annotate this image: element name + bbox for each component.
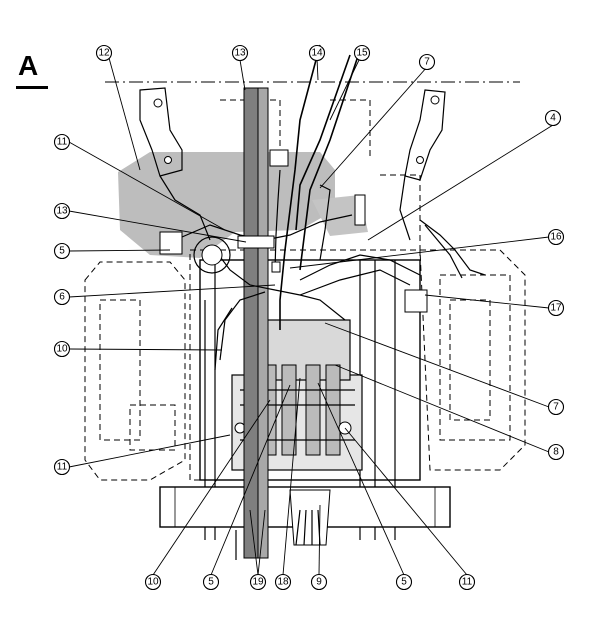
callout-17: 17 [547, 299, 565, 317]
leader-lines [68, 57, 554, 576]
svg-text:13: 13 [56, 206, 68, 217]
callout-11-lower-left: 11 [53, 458, 71, 476]
svg-text:10: 10 [147, 577, 159, 588]
svg-text:5: 5 [208, 577, 214, 588]
svg-text:4: 4 [550, 113, 556, 124]
svg-text:7: 7 [553, 402, 559, 413]
callout-18: 18 [274, 573, 292, 591]
callout-4: 4 [544, 109, 562, 127]
callout-15: 15 [353, 44, 371, 62]
callout-11-upper: 11 [53, 133, 71, 151]
left-bracket [139, 87, 211, 241]
svg-text:11: 11 [57, 462, 68, 473]
callout-13-left: 13 [53, 202, 71, 220]
callout-7-top: 7 [418, 53, 436, 71]
svg-text:5: 5 [401, 577, 407, 588]
callout-10-bottom: 10 [144, 573, 162, 591]
svg-text:7: 7 [424, 57, 430, 68]
callout-5-bottom-right: 5 [395, 573, 413, 591]
view-label-underline [16, 86, 48, 89]
svg-text:15: 15 [356, 48, 368, 59]
callout-14: 14 [308, 44, 326, 62]
svg-text:17: 17 [550, 303, 562, 314]
svg-text:6: 6 [59, 292, 65, 303]
bottom-nozzle [289, 489, 331, 546]
svg-text:11: 11 [462, 577, 473, 588]
callout-12: 12 [95, 44, 113, 62]
callout-16: 16 [547, 228, 565, 246]
upper-components [159, 149, 486, 313]
svg-text:5: 5 [59, 246, 65, 257]
svg-text:19: 19 [252, 577, 264, 588]
svg-text:11: 11 [57, 137, 68, 148]
svg-text:13: 13 [234, 48, 246, 59]
svg-text:9: 9 [316, 577, 322, 588]
right-bracket [399, 89, 446, 241]
svg-text:8: 8 [553, 447, 559, 458]
vertical-rod [235, 87, 269, 560]
callout-5-bottom-left: 5 [202, 573, 220, 591]
svg-text:16: 16 [550, 232, 562, 243]
svg-text:10: 10 [56, 344, 68, 355]
view-label: A [18, 50, 39, 81]
callout-8: 8 [547, 443, 565, 461]
callout-7-right: 7 [547, 398, 565, 416]
shaded-region [118, 152, 335, 258]
callout-10-left: 10 [53, 340, 71, 358]
callout-9: 9 [310, 573, 328, 591]
wiring-harness [174, 44, 421, 371]
callout-6: 6 [53, 288, 71, 306]
svg-text:12: 12 [98, 48, 110, 59]
callout-19: 19 [249, 573, 267, 591]
callout-13-top: 13 [231, 44, 249, 62]
svg-text:18: 18 [277, 577, 289, 588]
callout-5-left: 5 [53, 242, 71, 260]
callout-11-bottom-right: 11 [458, 573, 476, 591]
svg-text:14: 14 [311, 48, 323, 59]
